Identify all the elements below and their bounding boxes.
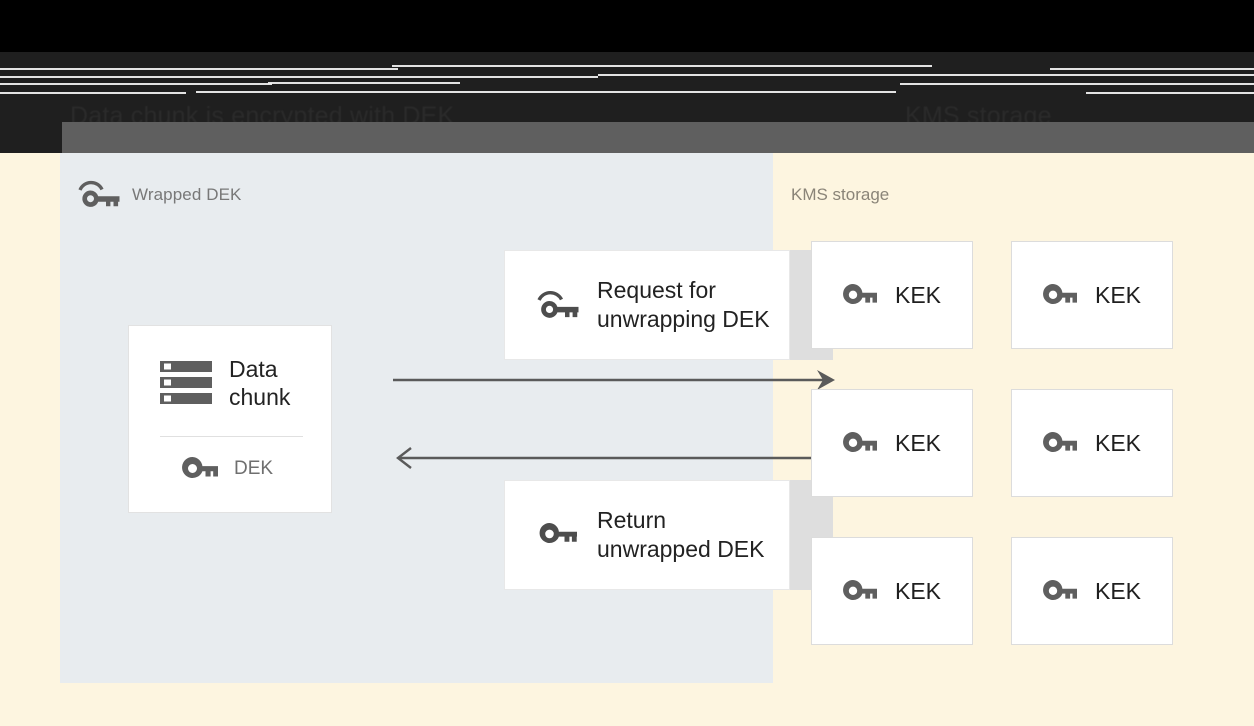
key-icon: [1043, 431, 1077, 452]
top-black-band: [0, 0, 1254, 52]
panel-title-wrapped-dek: Wrapped DEK: [132, 185, 242, 204]
kek-label: KEK: [1094, 281, 1142, 308]
data-chunk-heading: Data chunk: [160, 355, 290, 411]
kms-storage-title: KMS storage: [791, 185, 890, 204]
kek-label: KEK: [894, 281, 942, 308]
dek-row: DEK: [182, 456, 273, 482]
arrow-to-kms: [393, 370, 835, 390]
return-card-label: Return unwrapped DEK: [597, 507, 765, 562]
kek-card[interactable]: KEK: [811, 389, 973, 497]
kek-card[interactable]: KEK: [1011, 537, 1173, 645]
wrapped-dek-panel: Wrapped DEK Data chunk: [60, 153, 835, 683]
wrapped-key-icon: [537, 291, 579, 318]
top-gray-band-notch: [0, 122, 62, 153]
key-icon: [843, 283, 877, 304]
request-unwrap-card[interactable]: Request for unwrapping DEK: [504, 250, 790, 360]
key-icon: [1043, 579, 1077, 600]
data-chunk-card[interactable]: Data chunk DEK: [128, 325, 332, 513]
card-divider: [160, 436, 303, 437]
top-gray-band: [0, 122, 1254, 153]
key-icon: [182, 457, 218, 478]
kek-card[interactable]: KEK: [811, 537, 973, 645]
kek-card[interactable]: KEK: [1011, 389, 1173, 497]
heading-text-left: Data chunk is encrypted with DEK and sto…: [70, 102, 455, 122]
key-icon: [843, 431, 877, 452]
dek-label: DEK: [234, 458, 274, 479]
scanline: [392, 65, 932, 67]
heading-text-right: KMS storage unwraps the KEK: [905, 102, 1052, 122]
scanline: [196, 91, 896, 93]
scanline: [0, 68, 398, 70]
page-body: Wrapped DEK Data chunk: [0, 153, 1254, 726]
storage-icon: [160, 361, 212, 404]
kek-label: KEK: [894, 577, 942, 604]
kek-card[interactable]: KEK: [811, 241, 973, 349]
scanline: [0, 83, 272, 85]
scanline: [0, 76, 598, 78]
wrapped-key-icon: [78, 180, 120, 207]
scanline: [1086, 92, 1254, 94]
key-icon: [1043, 283, 1077, 304]
request-card-label: Request for unwrapping DEK: [597, 277, 770, 332]
scanline: [268, 82, 460, 84]
kek-label: KEK: [1094, 429, 1142, 456]
key-icon: [843, 579, 877, 600]
return-unwrapped-card[interactable]: Return unwrapped DEK: [504, 480, 790, 590]
scanline: [0, 92, 186, 94]
scanline: [1050, 68, 1254, 70]
arrow-from-kms: [396, 447, 833, 469]
scanline: [598, 74, 1254, 76]
kek-label: KEK: [1094, 577, 1142, 604]
key-icon: [539, 523, 577, 543]
kek-card[interactable]: KEK: [1011, 241, 1173, 349]
top-heading-band: Data chunk is encrypted with DEK and sto…: [0, 52, 1254, 122]
scanline: [900, 83, 1254, 85]
data-chunk-label: Data chunk: [229, 356, 291, 410]
kek-label: KEK: [894, 429, 942, 456]
